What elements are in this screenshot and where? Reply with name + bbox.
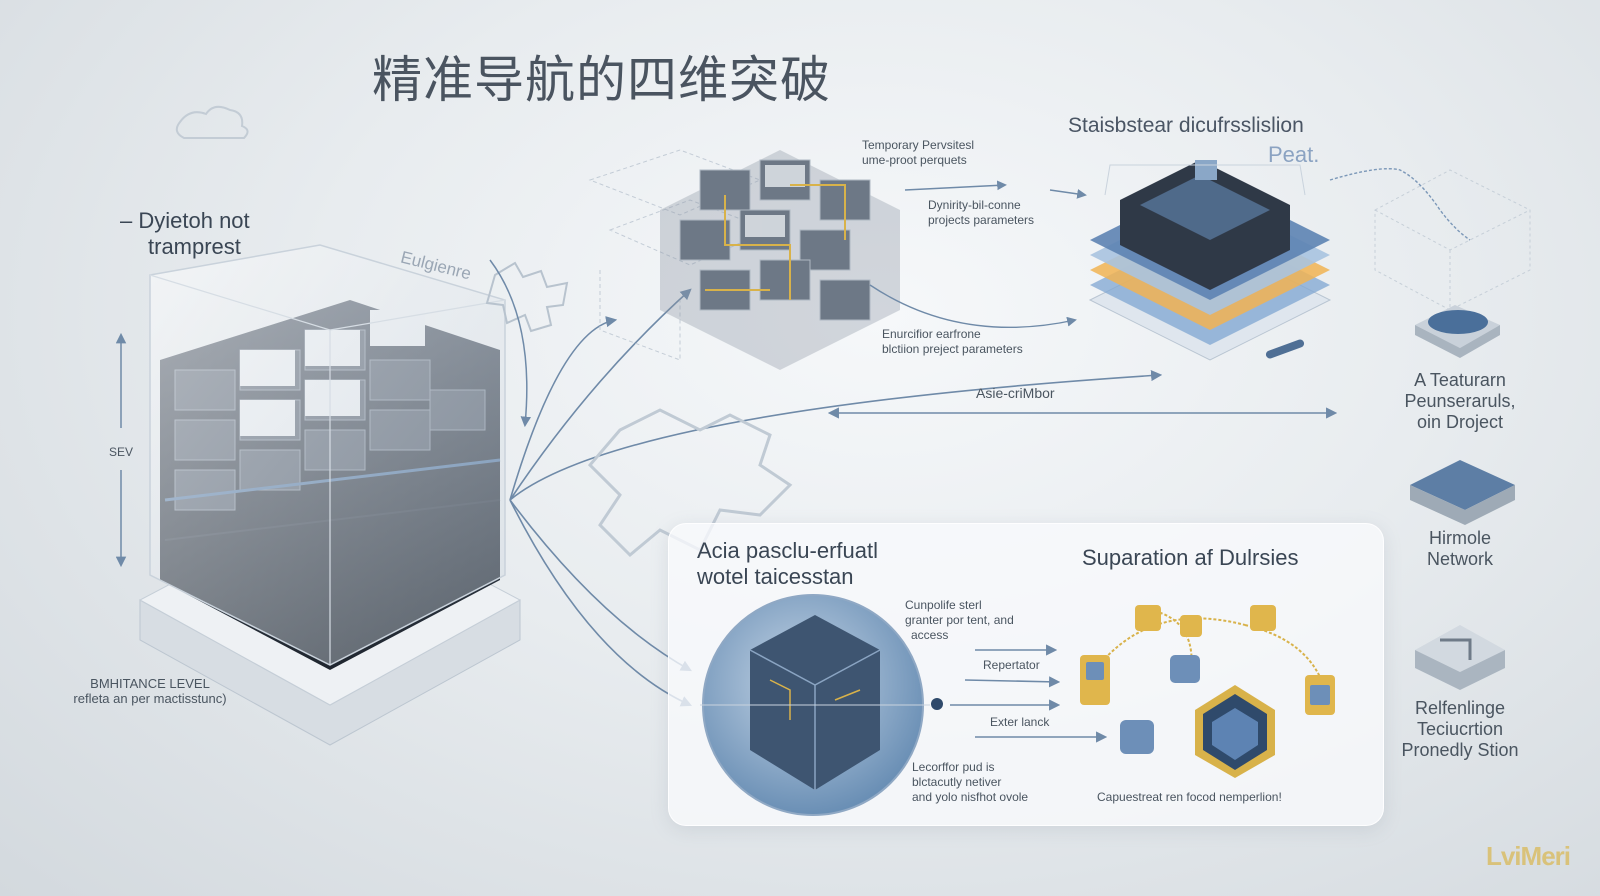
left-heading: – Dyietoh not tramprest [120,208,250,259]
tag-lower-line2: blctiion preject parameters [882,342,1023,356]
panel-right-heading: Suparation af Dulrsies [1082,545,1299,570]
page-title: 精准导航的四维突破 [372,51,831,109]
sidebar-icon-2 [1410,460,1515,525]
left-heading-line1: Dyietoh not [138,208,250,233]
cloud-icon [175,105,249,139]
panel-note-top-line2: granter por tent, and [905,613,1014,627]
left-heading-line2: tramprest [148,234,241,259]
panel-note-top-line3: access [911,628,949,642]
panel-note-top: Cunpolife sterl granter por tent, and ac… [905,598,1014,643]
sidebar-item-3-line3: Pronedly Stion [1401,740,1519,760]
tag-upper-line1: Temporary Pervsitesl [862,138,975,152]
tag-upper: Temporary Pervsitesl ume-proot perquets [862,138,974,168]
bottom-left-caption-line1: BMHITANCE LEVEL [90,676,210,691]
panel-left-heading: Acia pasclu-erfuatl wotel taicesstan [697,538,878,590]
sidebar-item-2-line1: Hirmole [1428,528,1491,548]
panel-note-top-line1: Cunpolife sterl [905,598,982,612]
puzzle-network-graphic [1080,605,1335,778]
link-label: Asie-criMbor [976,385,1055,401]
tag-upper-line2: ume-proot perquets [862,153,967,167]
tag-lower-line1: Enurcifior earfrone [882,327,981,341]
module-cluster-graphic [660,150,900,370]
arrow-label-1: Repertator [983,658,1040,672]
server-cube-graphic [138,244,522,746]
panel-note-bottom-line1: Lecorffor pud is [912,760,995,774]
side-label: SEV [109,445,134,459]
right-heading: Staisbstear dicufrsslislion [1068,114,1304,137]
arrow-label-2: Exter lanck [990,715,1050,729]
panel-caption-right: Capuestreat ren focod nemperlion! [1097,790,1282,804]
sidebar-item-1-line1: A Teaturarn [1414,370,1506,390]
sidebar-item-2: Hirmole Network [1380,528,1540,570]
sidebar-item-3-line1: Relfenlinge [1414,698,1506,718]
bottom-left-caption-line2: refleta an per mactisstunc) [73,691,227,706]
puzzle-outline-large [587,408,793,558]
tag-middle: Dynirity-bil-conne projects parameters [928,198,1034,228]
sidebar-item-2-line2: Network [1426,549,1493,569]
tag-middle-line2: projects parameters [928,213,1035,227]
tag-middle-line1: Dynirity-bil-conne [928,198,1021,212]
sidebar-icon-1 [1415,305,1500,358]
panel-left-heading-line2: wotel taicesstan [697,564,854,589]
panel-note-bottom-line3: and yolo nisfhot ovole [912,790,1029,804]
sidebar-item-3-line2: Teciucrtion [1416,719,1504,739]
tag-lower: Enurcifior earfrone blctiion preject par… [882,327,1023,357]
sidebar-item-1-line2: Peunseraruls, [1404,391,1516,411]
panel-note-bottom: Lecorffor pud is blctacutly netiver and … [912,760,1028,805]
globe-cube-graphic [700,594,930,816]
sidebar-icon-3 [1415,625,1505,690]
sidebar-item-1-line3: oin Droject [1416,412,1504,432]
puzzle-outline [485,261,569,333]
brand-logo: LviMeri [1485,841,1571,871]
bottom-left-caption: BMHITANCE LEVEL refleta an per mactisstu… [55,676,245,706]
sidebar-item-3: Relfenlinge Teciucrtion Pronedly Stion [1380,698,1540,761]
sidebar-item-1: A Teaturarn Peunseraruls, oin Droject [1380,370,1540,433]
right-subheading: Peat. [1268,142,1320,167]
panel-note-bottom-line2: blctacutly netiver [912,775,1002,789]
layered-stack-graphic [1088,160,1332,361]
panel-left-heading-line1: Acia pasclu-erfuatl [697,538,878,563]
